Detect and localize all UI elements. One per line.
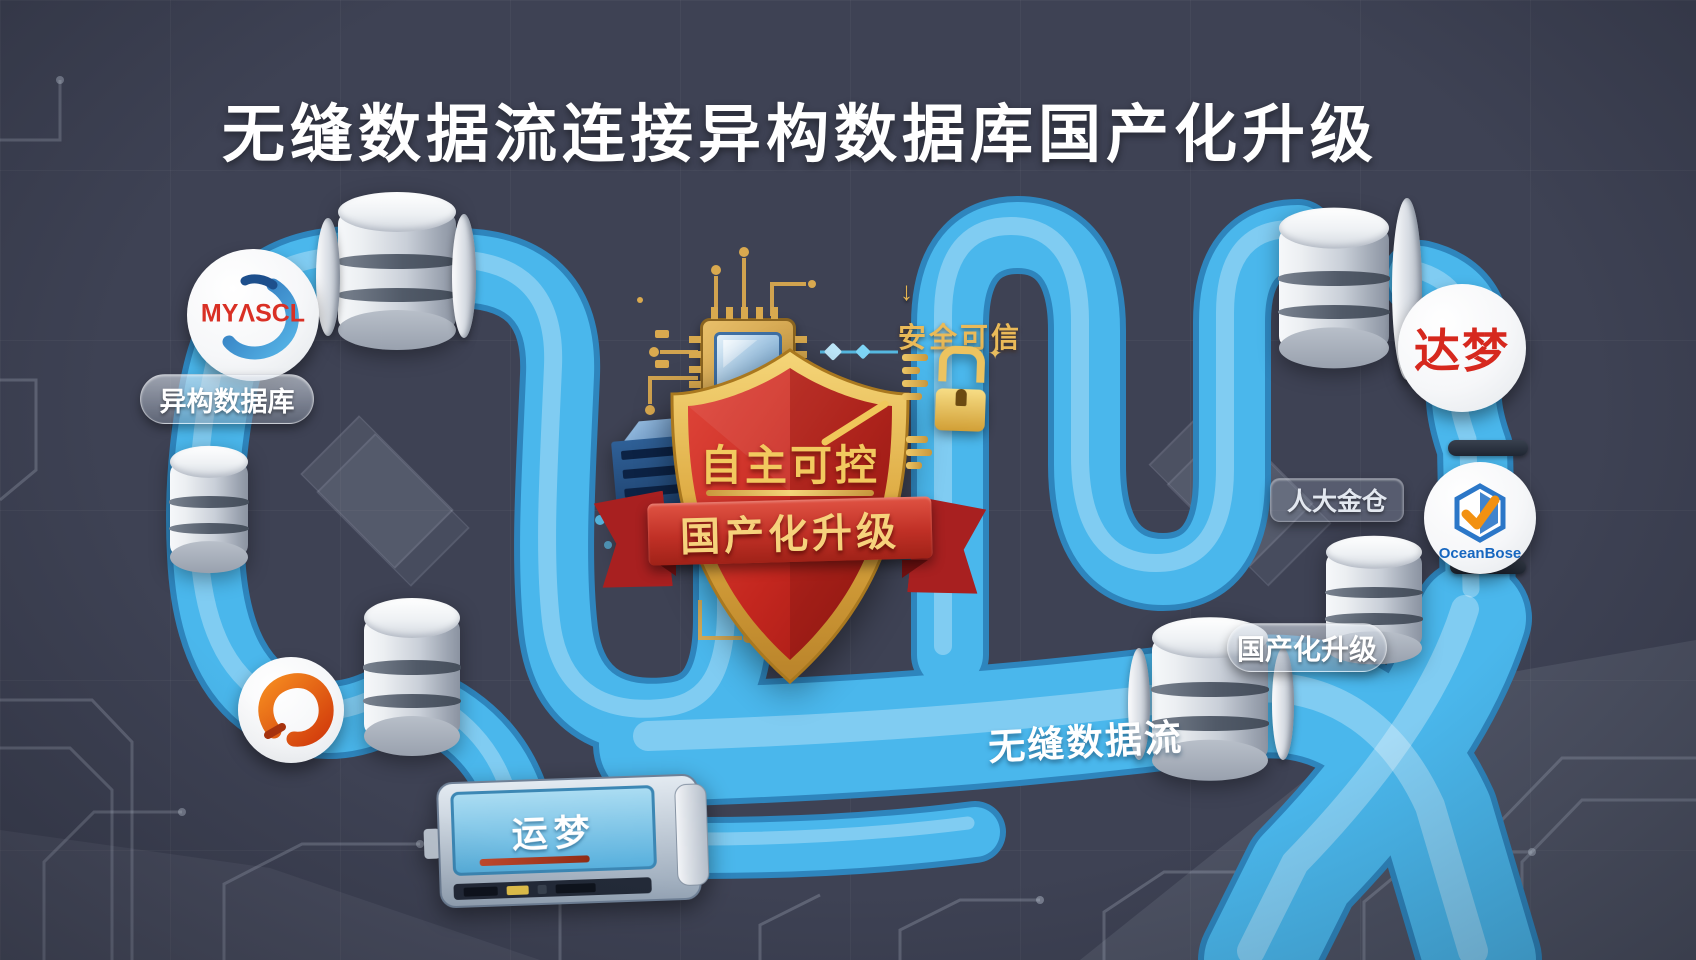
secure-trusted-label: 安全可信 — [898, 322, 1023, 353]
database-cylinder-left-small — [169, 462, 249, 557]
database-cylinder-bottom-right — [1150, 638, 1270, 760]
pipe-collar — [1448, 440, 1528, 456]
padlock-icon — [934, 345, 988, 432]
pipe-flange — [1272, 648, 1294, 760]
device-screen: 运梦 — [450, 784, 658, 877]
pipe-flange — [1128, 648, 1150, 760]
gold-dashes — [902, 354, 928, 400]
localization-upgrade-label: 国产化升级 — [1227, 623, 1387, 672]
shield-slogan: 自主可控 — [699, 442, 880, 489]
poster-title: 无缝数据流连接异构数据库国产化升级 — [222, 100, 1378, 170]
oceanbase-logo-text: OceanBose — [1438, 544, 1522, 562]
renda-jincang-label: 人大金仓 — [1270, 478, 1404, 522]
padlock-body — [934, 388, 986, 432]
mysql-logo-text: MYΛSCL — [200, 299, 306, 328]
oceanbase-hexagon-icon — [1454, 482, 1506, 543]
device-cap — [674, 783, 710, 887]
chip-pins-left — [689, 329, 701, 403]
oceanbase-logo: OceanBose — [1424, 462, 1536, 574]
gold-dashes — [906, 436, 932, 469]
data-sync-device: 运梦 — [423, 773, 710, 909]
device-screen-text: 运梦 — [511, 811, 597, 855]
device-screen-bar — [479, 855, 590, 867]
shield-slogan-underline — [706, 490, 874, 496]
mysql-swirl-icon — [222, 274, 299, 360]
pipe-flange — [316, 218, 340, 336]
orange-swirl-icon — [258, 673, 334, 747]
sparkle-icon: ✦ — [988, 344, 1003, 363]
seamless-data-flow-label: 无缝数据流 — [987, 716, 1185, 769]
orange-db-logo — [238, 657, 344, 763]
database-cylinder-bottom-left — [363, 618, 461, 736]
dameng-logo: 达梦 — [1398, 284, 1526, 412]
database-cylinder-top-right — [1277, 228, 1391, 348]
mysql-logo: MYΛSCL — [187, 249, 319, 381]
database-cylinder-top-left — [336, 212, 458, 330]
dameng-logo-text: 达梦 — [1414, 325, 1510, 377]
heterogeneous-db-label: 异构数据库 — [140, 374, 314, 424]
down-arrow-icon: ↓ — [900, 276, 913, 306]
padlock-shackle — [938, 345, 986, 383]
ribbon-banner: 国产化升级 — [647, 496, 933, 566]
pipe-flange — [452, 214, 476, 338]
